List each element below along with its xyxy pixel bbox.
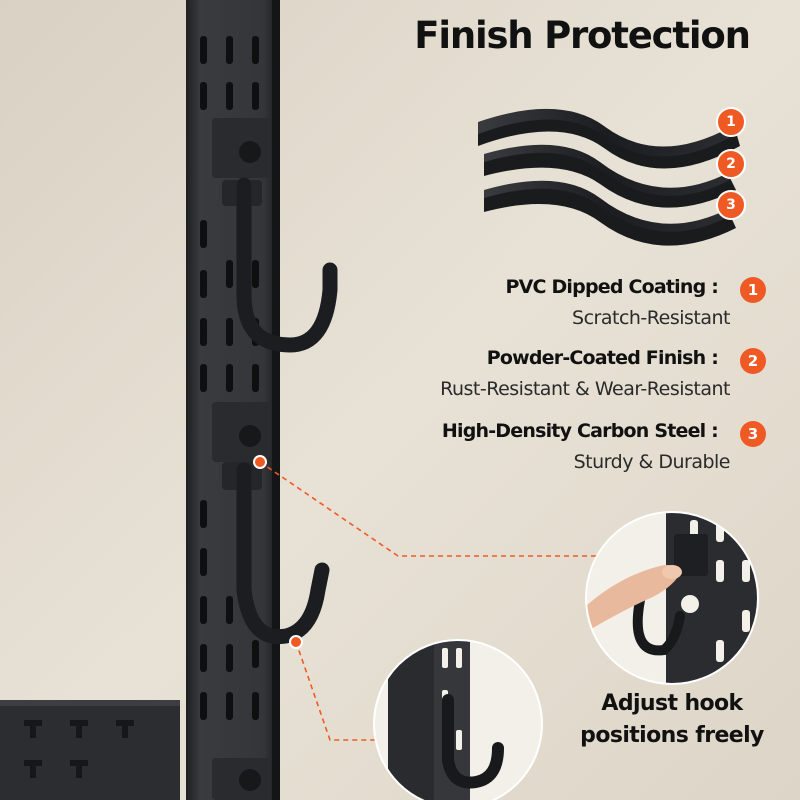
adjust-caption: Adjust hook positions freely [560, 688, 784, 752]
inset-hand-adjusting-hook [586, 512, 758, 684]
j-hook-bottom [212, 758, 270, 800]
feature-desc-powder: Rust-Resistant & Wear-Resistant [440, 378, 730, 400]
layer-badge-3: 3 [716, 190, 746, 220]
feature-desc-steel: Sturdy & Durable [573, 451, 731, 473]
feature-label-powder: Powder-Coated Finish : [486, 347, 719, 369]
inset-hook-closeup [374, 640, 542, 800]
feature-label-pvc: PVC Dipped Coating : [505, 276, 718, 298]
caption-line-1: Adjust hook [601, 691, 743, 716]
feature-desc-pvc: Scratch-Resistant [572, 307, 730, 329]
callout-dot-upper [253, 455, 267, 469]
coating-layers-icon [478, 108, 740, 246]
feature-label-steel: High-Density Carbon Steel : [441, 420, 719, 442]
j-hook-upper [212, 118, 338, 353]
caption-line-2: positions freely [580, 723, 764, 748]
callout-dot-lower [289, 635, 303, 649]
j-hook-lower [212, 402, 330, 645]
feature-badge-3: 3 [740, 421, 766, 447]
page-title: Finish Protection [414, 14, 751, 57]
callout-lines [259, 461, 602, 741]
layer-badge-1: 1 [716, 107, 746, 137]
feature-badge-2: 2 [740, 348, 766, 374]
pegboard-panel [0, 700, 180, 800]
layer-badge-2: 2 [716, 149, 746, 179]
feature-badge-1: 1 [740, 277, 766, 303]
